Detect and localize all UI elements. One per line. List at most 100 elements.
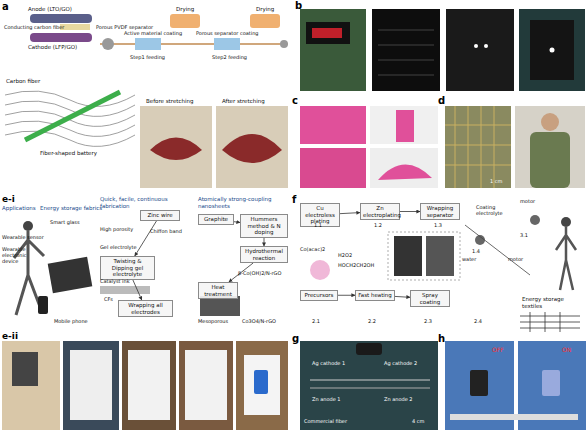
fiber [378, 45, 434, 46]
annotation-label: CFs [104, 296, 113, 302]
step-text: Wrapping all electrodes [121, 302, 170, 315]
head [23, 221, 33, 231]
fiber-battery [25, 92, 120, 140]
annotation-label: motor [520, 198, 535, 204]
annotation-label: 2.1 [312, 318, 320, 324]
annotation-label: H2O2 [338, 252, 352, 258]
annotation-label: Ag cathode 1 [312, 360, 345, 366]
head [561, 217, 571, 227]
process-arrow [395, 296, 410, 298]
panel-letter: a [2, 1, 9, 12]
step-text: Spray coating [413, 292, 447, 305]
annotation-label: Porous separator coating [196, 30, 259, 36]
process-box: Twisting & Dipping gel electrolyte [100, 256, 155, 280]
process-arrow [135, 221, 157, 257]
annotation-label: OFF [492, 346, 504, 353]
annotation-label: 1.1 [314, 222, 322, 228]
process-box: Spray coating [410, 290, 450, 307]
take-up-roll [280, 40, 288, 48]
annotation-label: Energy storage textiles [522, 296, 584, 309]
photo [300, 9, 366, 91]
process-box: Wrapping all electrodes [118, 300, 173, 317]
annotation-label: 1.2 [374, 222, 382, 228]
panel-letter: f [292, 194, 296, 205]
process-box: Zn electroplating [360, 203, 400, 220]
annotation-label: Zn anode 2 [384, 396, 413, 402]
panel-letter: e-ii [2, 331, 18, 341]
fiber [378, 30, 434, 31]
photo [515, 106, 585, 188]
anode-fiber [30, 14, 92, 23]
dryer [250, 14, 280, 28]
annotation-label: HOCH2CH2OH [338, 262, 374, 268]
annotation-label: Anode (LTO/GO) [28, 6, 72, 13]
annotation-label: Co(acac)2 [300, 246, 325, 252]
photo [300, 106, 366, 144]
phone-on [542, 370, 560, 396]
coating-bath [214, 38, 240, 50]
textile-grid [520, 312, 580, 332]
led [474, 44, 478, 48]
dryer [170, 14, 200, 28]
photo [2, 341, 60, 430]
thread [481, 106, 482, 188]
process-box: Hummers method & N doping [240, 214, 288, 238]
annotation-label: Mesoporous [198, 318, 228, 324]
annotation-label: Ag cathode 2 [384, 360, 417, 366]
carbon-fiber-bundle [5, 91, 135, 146]
fiber [378, 60, 434, 61]
photo [140, 106, 212, 188]
annotation-label: Wearable sensor [2, 234, 44, 240]
photo [372, 9, 440, 91]
step-text: Wrapping separator [423, 205, 457, 218]
beaker [310, 260, 330, 280]
mobile-phone [38, 296, 48, 314]
annotation-label: High porosity [100, 226, 133, 232]
annotation-label: Drying [176, 6, 194, 13]
energy-fabric [48, 257, 93, 293]
annotation-label: Active material coating [124, 30, 182, 36]
led-display [306, 22, 350, 44]
annotation-label: Applications [2, 205, 36, 212]
annotation-label: 2.4 [474, 318, 482, 324]
thread [545, 312, 546, 332]
wristband [396, 110, 414, 142]
person-figure [556, 227, 576, 290]
annotation-label: 1.3 [434, 222, 442, 228]
woven-grid [445, 106, 511, 188]
photo [300, 148, 366, 188]
process-box: Wrapping separator [420, 203, 460, 220]
fiber [378, 75, 434, 76]
coating-bath [135, 38, 161, 50]
annotation-label: Quick, facile, continuous fabrication [100, 196, 192, 209]
fiber-rows [378, 30, 434, 75]
annotation-label: 4 cm [412, 418, 424, 424]
annotation-label: After stretching [222, 98, 265, 105]
step-text: Zn electroplating [363, 205, 397, 218]
annotation-label: Conducting carbon fiber [4, 24, 64, 30]
thread [455, 106, 456, 188]
folded-fabric [378, 164, 432, 180]
fiber [310, 379, 430, 380]
process-box: Precursors [300, 290, 338, 301]
cathode-fiber [30, 33, 92, 42]
process-box: Zinc wire [140, 210, 180, 221]
annotation-label: Carbon fiber [6, 78, 40, 85]
dashed-frame [388, 232, 460, 280]
annotation-label: Zn anode 1 [312, 396, 341, 402]
fabric [70, 350, 112, 420]
thread [445, 145, 511, 146]
glove-photo [426, 236, 454, 276]
step-text: Hummers method & N doping [243, 216, 285, 236]
photo [216, 106, 288, 188]
annotation-label: 1 cm [490, 178, 502, 184]
annotation-label: Atomically strong-coupling nanosheets [198, 196, 288, 209]
step-text: Zinc wire [143, 212, 177, 219]
step-text: Graphite [201, 216, 231, 223]
annotation-label: Porous PVDF separator [96, 24, 153, 30]
process-box: Heat treatment [198, 282, 238, 299]
fabric [244, 355, 280, 415]
